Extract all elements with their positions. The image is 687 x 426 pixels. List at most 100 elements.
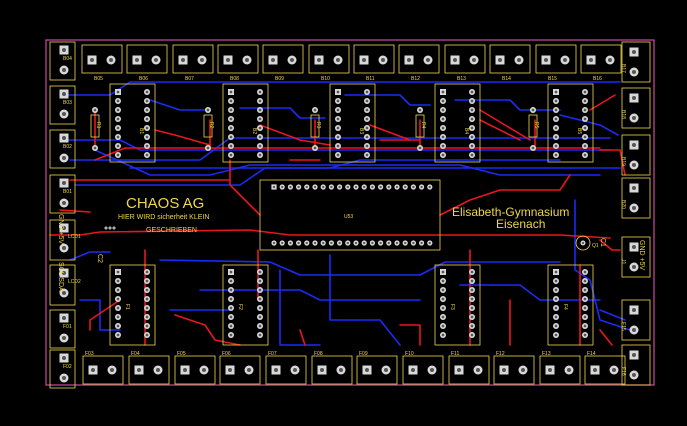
pad-hole xyxy=(258,135,262,139)
bottom-trace xyxy=(559,114,619,136)
pad-hole xyxy=(592,367,598,373)
left-terminal-F02 xyxy=(49,349,76,389)
pad-hole xyxy=(116,135,120,139)
top-terminal-label: B09 xyxy=(275,76,284,82)
pad-hole xyxy=(316,57,322,63)
pad-hole xyxy=(441,288,445,292)
pad-hole xyxy=(61,135,67,141)
pad-hole xyxy=(116,126,120,130)
pad-hole xyxy=(418,108,422,112)
pad-hole xyxy=(583,270,587,274)
pad-hole xyxy=(531,108,535,112)
top-terminal-label: B16 xyxy=(593,76,602,82)
pad-hole xyxy=(371,241,374,245)
pad-hole xyxy=(631,49,637,55)
pad-hole xyxy=(554,306,558,310)
left-terminal-LCD2 xyxy=(49,264,76,306)
resistor-label: R5 xyxy=(533,122,539,129)
pad-hole xyxy=(338,241,341,245)
left-power-label: GND +5V xyxy=(57,214,64,244)
left-bus-label: SCL SDA xyxy=(57,262,64,292)
pad-hole xyxy=(113,227,115,229)
right-terminal-label: J1 xyxy=(620,259,626,265)
pad-hole xyxy=(336,126,340,130)
pad-hole xyxy=(365,99,369,103)
pad-hole xyxy=(583,297,587,301)
pad-hole xyxy=(258,270,262,274)
pad-hole xyxy=(272,241,276,245)
pad-hole xyxy=(258,144,262,148)
pad-hole xyxy=(441,144,445,148)
pad-hole xyxy=(116,279,120,283)
ic-B4 xyxy=(434,83,481,163)
bottom-terminal-F07 xyxy=(265,355,307,385)
bottom-trace xyxy=(149,99,211,111)
mcu-ref-text: U53 xyxy=(344,214,353,220)
pad-hole xyxy=(145,333,149,337)
pad-hole xyxy=(611,367,617,373)
pad-hole xyxy=(258,324,262,328)
pad-hole xyxy=(201,367,207,373)
top-trace xyxy=(49,229,611,239)
pad-hole xyxy=(470,288,474,292)
pad-hole xyxy=(441,135,445,139)
pad-hole xyxy=(379,185,382,189)
pad-hole xyxy=(273,367,279,373)
pad-hole xyxy=(338,367,344,373)
pad-hole xyxy=(61,225,67,231)
resistor-label: R4 xyxy=(420,122,426,129)
bottom-terminal-label: F11 xyxy=(451,351,459,357)
bottom-terminal-label: F12 xyxy=(496,351,505,357)
pad-hole xyxy=(583,279,587,283)
top-trace xyxy=(589,94,616,111)
pad-hole xyxy=(456,367,462,373)
top-trace xyxy=(154,129,211,146)
pad-hole xyxy=(61,200,67,206)
school-name-text: Elisabeth-Gymnasium xyxy=(452,205,569,219)
bottom-terminal-F11 xyxy=(448,355,490,385)
pad-hole xyxy=(229,99,233,103)
bottom-terminal-label: F09 xyxy=(359,351,368,357)
left-terminal-B01 xyxy=(49,174,76,214)
pad-hole xyxy=(229,315,233,319)
ic-F3 xyxy=(434,264,481,346)
pad-hole xyxy=(365,90,369,94)
pad-hole xyxy=(116,153,120,157)
pad-hole xyxy=(554,153,558,157)
bottom-terminal-F09 xyxy=(356,355,398,385)
board-outline xyxy=(45,39,655,386)
pad-hole xyxy=(289,185,292,189)
pad-hole xyxy=(470,279,474,283)
pad-hole xyxy=(145,324,149,328)
pad-hole xyxy=(583,153,587,157)
pad-hole xyxy=(336,90,340,94)
pad-hole xyxy=(229,324,233,328)
pad-hole xyxy=(365,135,369,139)
top-trace xyxy=(299,329,306,346)
pad-hole xyxy=(441,90,445,94)
top-terminal-B11 xyxy=(353,44,395,74)
pad-hole xyxy=(371,185,374,189)
ic-F4 xyxy=(547,264,594,346)
pad-hole xyxy=(441,324,445,328)
pad-hole xyxy=(116,117,120,121)
pad-hole xyxy=(225,57,231,63)
pad-hole xyxy=(229,108,233,112)
resistor-R4 xyxy=(415,114,425,138)
right-terminal-label: B17 xyxy=(620,64,626,73)
pad-hole xyxy=(554,297,558,301)
pad-hole xyxy=(281,241,284,245)
right-terminal-B18 xyxy=(621,87,651,129)
pad-hole xyxy=(145,90,149,94)
pad-hole xyxy=(470,117,474,121)
pad-hole xyxy=(272,185,276,189)
bottom-trace xyxy=(329,254,401,346)
pad-hole xyxy=(441,306,445,310)
pad-hole xyxy=(365,126,369,130)
left-terminal-label: B04 xyxy=(63,56,72,62)
bottom-terminal-F08 xyxy=(311,355,353,385)
pad-hole xyxy=(428,185,431,189)
pad-hole xyxy=(61,47,67,53)
pad-hole xyxy=(470,135,474,139)
pad-hole xyxy=(554,117,558,121)
